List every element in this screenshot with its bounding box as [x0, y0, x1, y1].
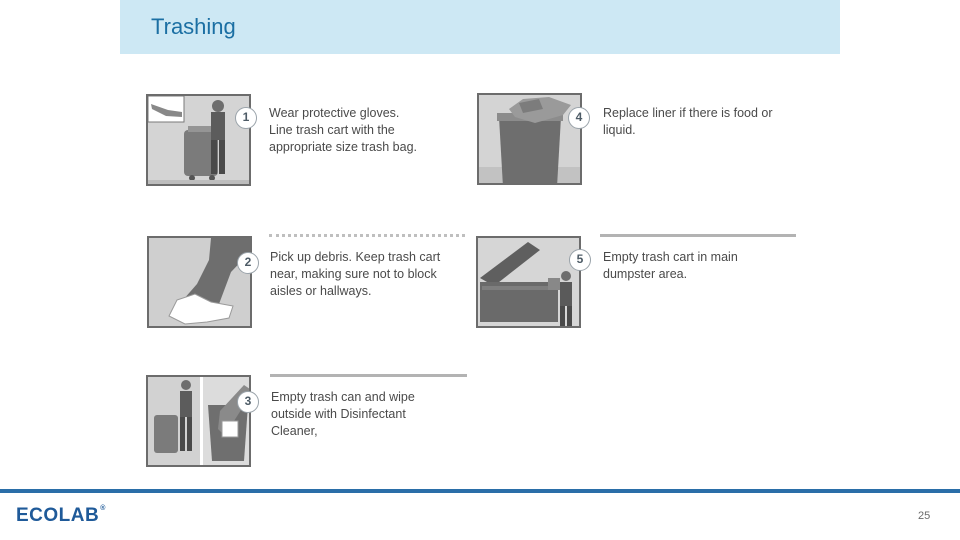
step-4-line: Replace liner if there is food or [603, 106, 773, 120]
step-1-illustration [146, 94, 251, 186]
step-2-description: Pick up debris. Keep trash cart near, ma… [270, 249, 440, 300]
logo-registered-mark: ® [100, 505, 106, 512]
step-4-number-badge: 4 [568, 107, 590, 129]
step-2-line: Pick up debris. Keep trash cart [270, 250, 441, 264]
step-3-illustration [146, 375, 251, 467]
step-5-number-badge: 5 [569, 249, 591, 271]
step-1-description: Wear protective gloves. Line trash cart … [269, 105, 417, 156]
ecolab-logo: ECOLAB® [16, 505, 106, 527]
title-band: Trashing [120, 0, 840, 54]
step-1-line: Wear protective gloves. [269, 106, 400, 120]
step-2-line: near, making sure not to block [270, 267, 437, 281]
step-1-line: Line trash cart with the [269, 123, 395, 137]
step-2-line: aisles or hallways. [270, 284, 372, 298]
step-3-line: Empty trash can and wipe [271, 390, 415, 404]
step-3-number-badge: 3 [237, 391, 259, 413]
step-5-illustration [476, 236, 581, 328]
step-3-line: Cleaner, [271, 424, 318, 438]
step-5-description: Empty trash cart in main dumpster area. [603, 249, 738, 283]
step-5-line: dumpster area. [603, 267, 688, 281]
divider [269, 234, 465, 237]
step-1-number-badge: 1 [235, 107, 257, 129]
step-2-number-badge: 2 [237, 252, 259, 274]
logo-text: ECOLAB [16, 505, 100, 526]
step-5-line: Empty trash cart in main [603, 250, 738, 264]
page-number: 25 [918, 510, 931, 522]
step-3-line: outside with Disinfectant [271, 407, 406, 421]
footer-divider [0, 489, 960, 493]
step-3-description: Empty trash can and wipe outside with Di… [271, 389, 415, 440]
step-4-line: liquid. [603, 123, 636, 137]
step-2-illustration [147, 236, 252, 328]
step-1-line: appropriate size trash bag. [269, 140, 418, 154]
slide-title: Trashing [151, 14, 236, 39]
step-4-illustration [477, 93, 582, 185]
step-4-description: Replace liner if there is food or liquid… [603, 105, 773, 139]
divider [270, 374, 467, 377]
divider [600, 234, 796, 237]
